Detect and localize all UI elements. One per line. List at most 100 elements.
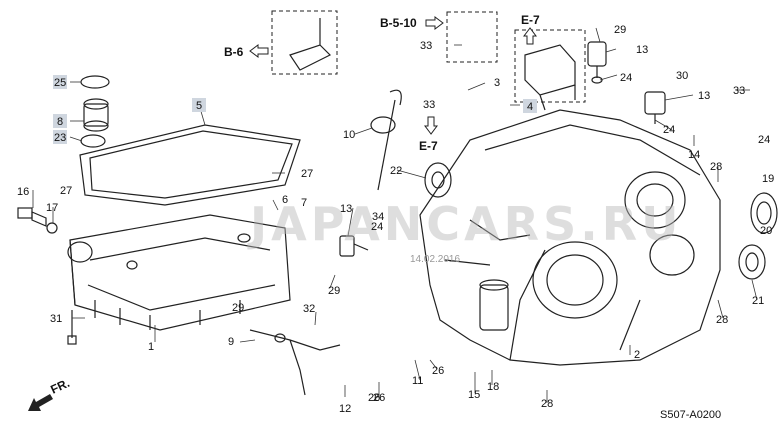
svg-text:12: 12 [339, 403, 351, 415]
callout-19[interactable]: 19 [762, 173, 774, 185]
callout-24-a[interactable]: 24 [620, 72, 632, 84]
svg-text:32: 32 [303, 303, 315, 315]
svg-text:26: 26 [373, 392, 385, 404]
ref-e7-top[interactable]: E-7 [521, 13, 540, 45]
ref-b6[interactable]: B-6 [224, 44, 269, 59]
svg-text:7: 7 [301, 197, 307, 209]
callout-2[interactable]: 2 [634, 349, 640, 361]
callout-33-a[interactable]: 33 [420, 40, 432, 52]
solenoid-valve-upper [587, 41, 607, 84]
callout-20[interactable]: 20 [760, 225, 772, 237]
svg-text:29: 29 [232, 302, 244, 314]
right-bearings [738, 192, 778, 280]
svg-text:24: 24 [371, 221, 383, 233]
watermark-brand: JAPANCARS.RU [247, 197, 682, 251]
ref-b510-label: B-5-10 [380, 16, 417, 30]
callout-24-b[interactable]: 24 [663, 124, 675, 136]
svg-text:28: 28 [541, 398, 553, 410]
callout-26-b[interactable]: 26 [432, 365, 444, 377]
callout-13-mid[interactable]: 13 [698, 90, 710, 102]
svg-text:11: 11 [412, 375, 423, 387]
callout-24-c[interactable]: 24 [371, 221, 383, 233]
svg-text:13: 13 [698, 90, 710, 102]
svg-text:27: 27 [301, 168, 313, 180]
callout-27-a[interactable]: 27 [60, 185, 72, 197]
svg-text:6: 6 [282, 194, 288, 206]
callout-21[interactable]: 21 [752, 295, 764, 307]
callout-29-a[interactable]: 29 [614, 24, 626, 36]
callout-26-a[interactable]: 26 [373, 392, 385, 404]
callout-29-c[interactable]: 29 [232, 302, 244, 314]
b6-dashed-box [271, 10, 338, 75]
callout-15[interactable]: 15 [468, 389, 480, 401]
svg-text:4: 4 [527, 101, 533, 113]
callout-27-b[interactable]: 27 [301, 168, 313, 180]
leader-lines [32, 27, 758, 403]
svg-text:25: 25 [54, 77, 66, 89]
callout-3[interactable]: 3 [494, 77, 500, 89]
front-label: FR. [48, 376, 71, 397]
watermark-date: 14.02.2016 [410, 254, 460, 265]
svg-text:24: 24 [758, 134, 770, 146]
svg-text:29: 29 [328, 285, 340, 297]
svg-text:28: 28 [716, 314, 728, 326]
svg-text:19: 19 [762, 173, 774, 185]
callout-11[interactable]: 11 [412, 375, 423, 387]
callout-25[interactable]: 25 [53, 75, 67, 89]
callout-18[interactable]: 18 [487, 381, 499, 393]
callout-28-b[interactable]: 28 [716, 314, 728, 326]
svg-text:13: 13 [340, 203, 352, 215]
svg-text:33: 33 [733, 85, 745, 97]
callout-9[interactable]: 9 [228, 336, 234, 348]
filter-assembly [80, 75, 110, 148]
svg-text:33: 33 [420, 40, 432, 52]
arrow-left-icon [249, 44, 269, 58]
callout-1[interactable]: 1 [148, 341, 154, 353]
callout-22[interactable]: 22 [390, 165, 402, 177]
oil-pan [67, 214, 291, 331]
callout-31[interactable]: 31 [50, 313, 62, 325]
callout-14[interactable]: 14 [688, 149, 700, 161]
drain-plug [17, 207, 58, 234]
front-direction-indicator: FR. [28, 376, 72, 411]
arrow-right-icon [425, 16, 444, 30]
svg-text:28: 28 [710, 161, 722, 173]
ref-b6-label: B-6 [224, 45, 244, 59]
callout-33-c[interactable]: 33 [423, 99, 435, 111]
oil-pan-gasket [79, 124, 301, 206]
callout-32[interactable]: 32 [303, 303, 315, 315]
svg-text:17: 17 [46, 202, 58, 214]
callout-29-b[interactable]: 29 [328, 285, 340, 297]
callout-24-d[interactable]: 24 [758, 134, 770, 146]
svg-text:9: 9 [228, 336, 234, 348]
callout-13-upper[interactable]: 13 [636, 44, 648, 56]
ref-b510[interactable]: B-5-10 [380, 16, 444, 30]
ref-e7-mid[interactable]: E-7 [419, 116, 438, 153]
svg-text:3: 3 [494, 77, 500, 89]
callout-8[interactable]: 8 [53, 114, 67, 128]
callout-17[interactable]: 17 [46, 202, 58, 214]
callout-34[interactable]: 34 [372, 211, 384, 223]
callout-28-c[interactable]: 28 [541, 398, 553, 410]
callout-12[interactable]: 12 [339, 403, 351, 415]
callout-10[interactable]: 10 [343, 129, 355, 141]
callout-13-left[interactable]: 13 [340, 203, 352, 215]
callout-16[interactable]: 16 [17, 186, 29, 198]
callout-23[interactable]: 23 [53, 130, 67, 144]
callout-26-c[interactable]: 26 [368, 392, 380, 404]
callout-5[interactable]: 5 [192, 98, 206, 112]
svg-text:1: 1 [148, 341, 154, 353]
svg-text:10: 10 [343, 129, 355, 141]
svg-text:26: 26 [368, 392, 380, 404]
callout-30[interactable]: 30 [676, 70, 688, 82]
callout-6[interactable]: 6 [282, 194, 288, 206]
callout-4[interactable]: 4 [523, 99, 537, 113]
callout-7[interactable]: 7 [301, 197, 307, 209]
callout-33-b[interactable]: 33 [733, 85, 745, 97]
svg-text:33: 33 [423, 99, 435, 111]
callout-28-a[interactable]: 28 [710, 161, 722, 173]
svg-text:26: 26 [432, 365, 444, 377]
bottom-bracket [249, 329, 341, 396]
e7-dashed-box [514, 29, 586, 103]
